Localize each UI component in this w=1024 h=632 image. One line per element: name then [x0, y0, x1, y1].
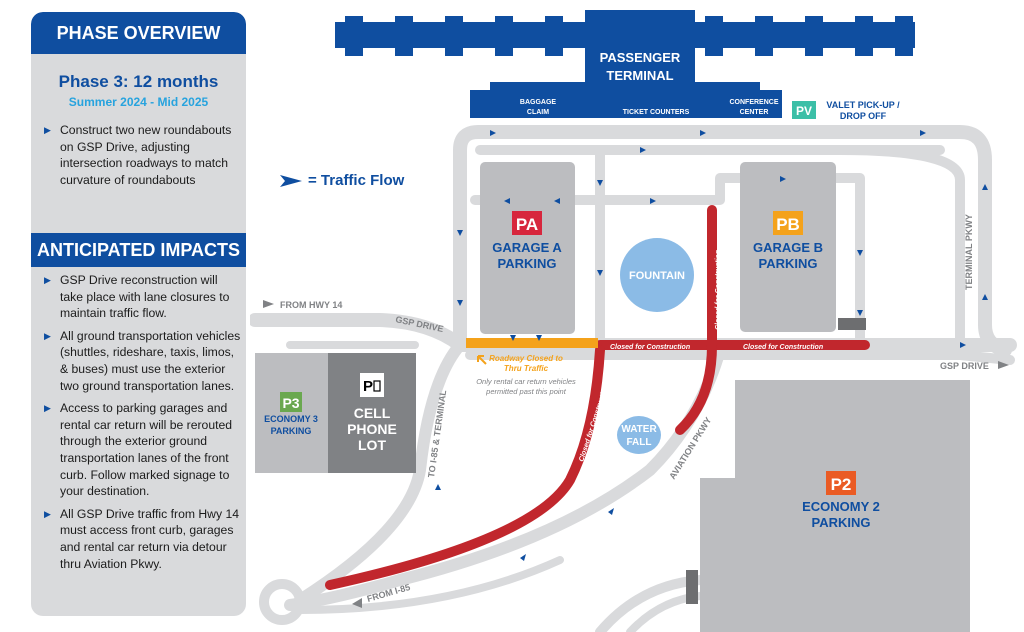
- airport-map: PASSENGER TERMINAL BAGGAGE CLAIM TICKET …: [250, 10, 1017, 632]
- phase-subtitle: Summer 2024 - Mid 2025: [68, 95, 209, 109]
- economy-3-lot: [255, 353, 330, 473]
- roadway-closed-label-2: Thru Traffic: [504, 364, 549, 373]
- traffic-flow-legend: = Traffic Flow: [280, 172, 404, 189]
- p2-label-1: ECONOMY 2: [802, 499, 880, 514]
- garage-a-badge-text: PA: [516, 215, 538, 234]
- terminal-label-2: TERMINAL: [606, 68, 673, 83]
- waterfall: [617, 416, 661, 454]
- garage-b: [740, 162, 836, 332]
- cell-lot-badge-text: P: [363, 378, 373, 395]
- p3-badge: [280, 392, 302, 412]
- closed-label: Closed for Construction: [743, 344, 823, 351]
- gate-block: [838, 318, 866, 330]
- impact-bullet: GSP Drive reconstruction will take place…: [43, 272, 241, 322]
- valet-label-2: DROP OFF: [840, 111, 887, 121]
- garage-b-badge-text: PB: [776, 215, 800, 234]
- phase-bullets: Construct two new roundabouts on GSP Dri…: [43, 122, 241, 194]
- phase-bullet: Construct two new roundabouts on GSP Dri…: [43, 122, 241, 188]
- p2-badge: [826, 471, 856, 495]
- closed-roads: [325, 205, 870, 590]
- phase-overview-header: PHASE OVERVIEW: [31, 12, 246, 54]
- p3-label-2: PARKING: [271, 426, 312, 436]
- arrow-icon: [477, 355, 487, 365]
- conference-center-label-2: CENTER: [740, 109, 769, 116]
- fountain-label: FOUNTAIN: [629, 270, 685, 282]
- closed-label: Closed for Construction: [715, 250, 722, 330]
- baggage-claim-label-2: CLAIM: [527, 109, 549, 116]
- p2-label-2: PARKING: [812, 515, 871, 530]
- cell-lot-label-1: CELL: [354, 405, 391, 421]
- garage-b-badge: [773, 211, 803, 235]
- legend-label: = Traffic Flow: [308, 172, 405, 189]
- impact-bullet: All GSP Drive traffic from Hwy 14 must a…: [43, 506, 241, 572]
- rental-note-2: permitted past this point: [485, 387, 567, 396]
- arrow-icon: [352, 598, 362, 608]
- p2-badge-text: P2: [831, 475, 852, 494]
- garage-b-label-1: GARAGE B: [753, 240, 823, 255]
- terminal-pkwy-label: TERMINAL PKWY: [964, 214, 974, 290]
- valet-badge: [792, 101, 816, 119]
- conference-center-label-1: CONFERENCE: [729, 99, 778, 106]
- garage-a-label-1: GARAGE A: [492, 240, 562, 255]
- closed-label: Closed for Construction: [610, 344, 690, 351]
- p3-badge-text: P3: [282, 395, 299, 411]
- traffic-flow-arrows: [435, 130, 988, 561]
- fountain: [620, 238, 694, 312]
- garage-a-label-2: PARKING: [498, 256, 557, 271]
- cell-lot-label-2: PHONE: [347, 421, 397, 437]
- garage-a-badge: [512, 211, 542, 235]
- garage-b-label-2: PARKING: [759, 256, 818, 271]
- from-hwy14-label: FROM HWY 14: [280, 300, 342, 310]
- roadway-closed-label-1: Roadway Closed to: [489, 354, 563, 363]
- terminal-building: [335, 10, 915, 118]
- cell-lot-label-3: LOT: [358, 437, 386, 453]
- baggage-claim-label-1: BAGGAGE: [520, 99, 557, 106]
- info-panel: PHASE OVERVIEW Phase 3: 12 months Summer…: [31, 12, 246, 616]
- gate-block: [686, 570, 698, 604]
- p3-label-1: ECONOMY 3: [264, 414, 318, 424]
- arrow-icon: [263, 300, 274, 308]
- arrow-icon: [280, 175, 302, 188]
- gsp-drive-right-label: GSP DRIVE: [940, 361, 989, 371]
- arrow-icon: [998, 361, 1009, 369]
- ticket-counters-label: TICKET COUNTERS: [623, 109, 690, 116]
- waterfall-label-1: WATER: [621, 424, 657, 435]
- waterfall-label-2: FALL: [627, 437, 652, 448]
- garage-a: [480, 162, 575, 334]
- impacts-header: ANTICIPATED IMPACTS: [31, 233, 246, 267]
- terminal-label-1: PASSENGER: [600, 50, 681, 65]
- phase-title: Phase 3: 12 months: [58, 72, 219, 91]
- valet-badge-text: PV: [796, 104, 812, 118]
- phone-icon: [373, 380, 381, 392]
- valet-label-1: VALET PICK-UP /: [826, 100, 900, 110]
- impact-bullets: GSP Drive reconstruction will take place…: [43, 272, 241, 578]
- road-network: [250, 125, 1017, 632]
- impact-bullet: Access to parking garages and rental car…: [43, 400, 241, 500]
- economy-2-lot: [700, 380, 970, 632]
- impact-bullet: All ground transportation vehicles (shut…: [43, 328, 241, 394]
- rental-note-1: Only rental car return vehicles: [476, 377, 576, 386]
